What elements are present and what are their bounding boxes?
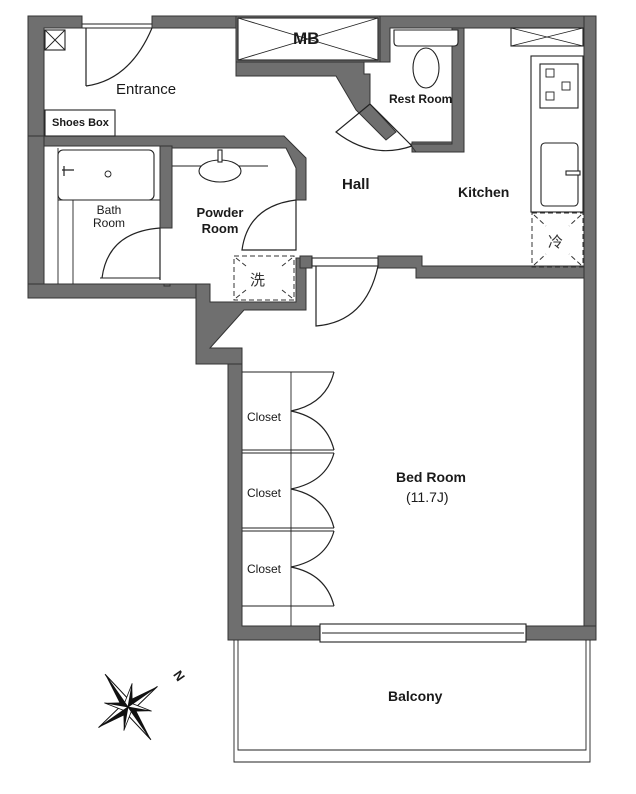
wall-right xyxy=(583,15,597,641)
room-label-shoes-box: Shoes Box xyxy=(52,117,109,129)
room-label-powder-room: Powder Room xyxy=(190,205,250,237)
toilet-bowl xyxy=(412,47,440,89)
closets xyxy=(242,371,334,626)
wall-bath-powder xyxy=(159,145,173,229)
basin-faucet xyxy=(217,149,223,163)
room-label-bath-room: Bath Room xyxy=(88,204,130,230)
washer-symbol: 洗 xyxy=(250,271,266,289)
stove-burners xyxy=(545,68,571,101)
faucet xyxy=(565,170,581,176)
room-label-rest-room: Rest Room xyxy=(389,92,453,106)
bathtub-drain xyxy=(104,170,112,178)
powder-label-line2: Room xyxy=(201,221,239,236)
washer-space xyxy=(233,255,295,301)
fridge-symbol: 冷 xyxy=(548,233,564,251)
wall-hall-bed-left xyxy=(299,255,313,269)
wall-restroom-right xyxy=(409,27,465,153)
powder-door xyxy=(241,199,297,251)
bathtub xyxy=(57,149,155,201)
balcony-outline xyxy=(233,640,591,763)
bath-label-line2: Room xyxy=(92,216,125,230)
entrance-door xyxy=(85,27,153,87)
bedroom-door-frame xyxy=(311,257,379,267)
wall-bath-powder-low xyxy=(163,283,171,287)
wall-hall-bed xyxy=(377,255,585,279)
closet-doors xyxy=(290,371,335,607)
room-label-mb: MB xyxy=(293,29,320,48)
powder-label-line1: Powder xyxy=(196,205,244,220)
shoes-box xyxy=(44,109,116,137)
room-label-closet-3: Closet xyxy=(247,562,282,576)
wall-bath-bottom xyxy=(27,283,201,299)
wall-bed-left xyxy=(227,363,321,641)
wall-restroom-diag xyxy=(235,61,397,141)
toilet-tank xyxy=(393,29,459,47)
room-label-entrance: Entrance xyxy=(116,81,177,98)
wall-bed-bottom-right xyxy=(525,625,597,641)
wall-left-lower xyxy=(27,135,45,285)
compass-icon xyxy=(98,673,158,741)
room-label-closet-1: Closet xyxy=(247,410,282,424)
wall-entrance-bottom xyxy=(28,135,307,201)
room-label-kitchen: Kitchen xyxy=(458,184,510,200)
room-label-bed-room: Bed Room xyxy=(396,469,466,485)
fridge-space xyxy=(531,212,584,268)
bath-label-line1: Bath xyxy=(96,203,122,217)
bedroom-door xyxy=(315,265,379,327)
bath-door xyxy=(101,227,161,280)
bed-room-size: (11.7J) xyxy=(406,489,449,505)
room-label-balcony: Balcony xyxy=(388,688,443,704)
room-label-closet-2: Closet xyxy=(247,486,282,500)
wash-basin xyxy=(198,159,242,183)
room-label-hall: Hall xyxy=(342,176,370,193)
restroom-door xyxy=(335,103,413,152)
